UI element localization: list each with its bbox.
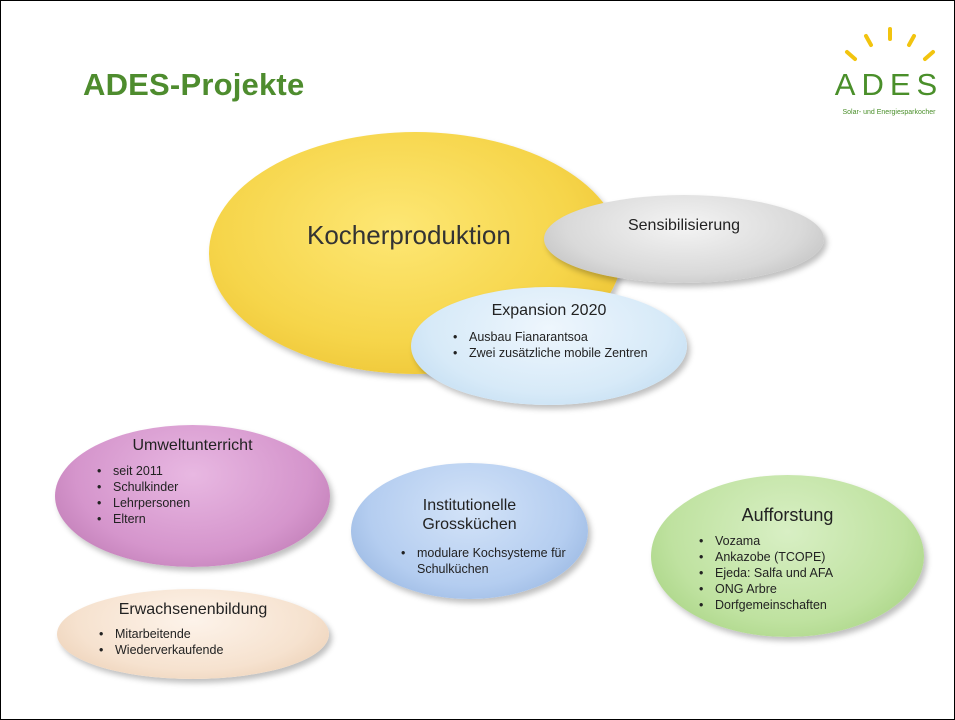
bubble-aufforstung: Aufforstung Vozama Ankazobe (TCOPE) Ejed… (651, 475, 924, 637)
bullet-list: Ausbau Fianarantsoa Zwei zusätzliche mob… (451, 329, 671, 361)
bullet-list: Mitarbeitende Wiederverkaufende (97, 626, 223, 658)
list-item: Dorfgemeinschaften (697, 597, 833, 613)
bubble-umweltunterricht: Umweltunterricht seit 2011 Schulkinder L… (55, 425, 330, 567)
bubble-sensibilisierung: Sensibilisierung (544, 195, 824, 283)
list-item: ONG Arbre (697, 581, 833, 597)
list-item: Wiederverkaufende (97, 642, 223, 658)
list-item: Lehrpersonen (95, 495, 190, 511)
list-item: modulare Kochsysteme für Schulküchen (399, 545, 574, 577)
bubble-title: Kocherproduktion (307, 220, 511, 250)
bubble-title: Institutionelle Grossküchen (351, 496, 588, 534)
bubble-title: Umweltunterricht (132, 437, 253, 454)
bubble-expansion-2020: Expansion 2020 Ausbau Fianarantsoa Zwei … (411, 287, 687, 405)
logo-subtitle: Solar- und Energiesparkocher (842, 109, 936, 116)
list-item: Ejeda: Salfa und AFA (697, 565, 833, 581)
bubble-title: Expansion 2020 (491, 302, 607, 319)
bullet-list: modulare Kochsysteme für Schulküchen (399, 545, 574, 577)
bubble-institutionelle-grosskuechen: Institutionelle Grossküchen modulare Koc… (351, 463, 588, 599)
bubble-title-line1: Institutionelle (422, 497, 517, 514)
list-item: Schulkinder (95, 479, 190, 495)
list-item: seit 2011 (95, 463, 190, 479)
list-item: Ankazobe (TCOPE) (697, 549, 833, 565)
logo-wordmark: ADES (834, 67, 944, 102)
bubble-title: Aufforstung (741, 505, 834, 525)
bubble-erwachsenenbildung: Erwachsenenbildung Mitarbeitende Wiederv… (57, 589, 329, 679)
bullet-list: seit 2011 Schulkinder Lehrpersonen Elter… (95, 463, 190, 527)
ades-logo: ADES Solar- und Energiesparkocher (833, 23, 945, 133)
slide-title: ADES-Projekte (83, 67, 305, 102)
bubble-title-line2: Grossküchen (422, 516, 517, 533)
bubble-title: Sensibilisierung (627, 217, 741, 234)
list-item: Vozama (697, 533, 833, 549)
list-item: Eltern (95, 511, 190, 527)
list-item: Ausbau Fianarantsoa (451, 329, 671, 345)
bullet-list: Vozama Ankazobe (TCOPE) Ejeda: Salfa und… (697, 533, 833, 613)
bubble-title: Erwachsenenbildung (118, 601, 268, 618)
list-item: Zwei zusätzliche mobile Zentren (451, 345, 671, 361)
list-item: Mitarbeitende (97, 626, 223, 642)
sun-rays-icon (845, 27, 935, 61)
